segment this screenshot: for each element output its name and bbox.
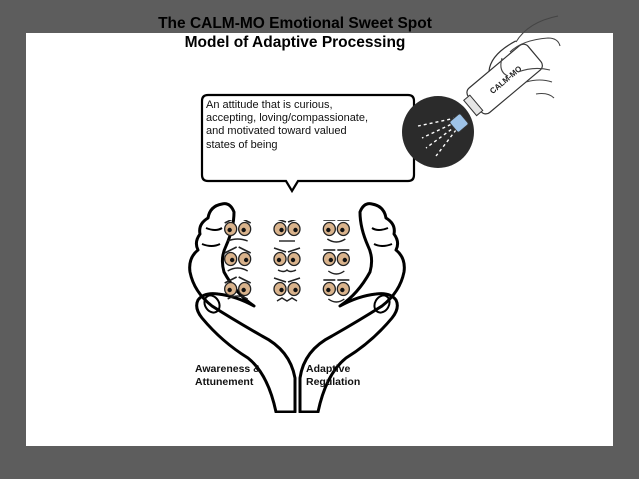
speech-bubble: [200, 93, 416, 194]
emotion-face-icon: [273, 277, 301, 302]
emotion-faces-grid: [224, 220, 350, 303]
left-hand-icon: [188, 202, 297, 413]
right-hand-icon: [298, 202, 406, 413]
label-line: Attunement: [195, 375, 254, 388]
title-line-2: Model of Adaptive Processing: [184, 34, 406, 51]
spray-bottle-icon: CALM-MO: [402, 15, 561, 168]
diagram-title: The CALM-MO Emotional Sweet Spot Model o…: [100, 14, 490, 52]
bubble-text: An attitude that is curious, accepting, …: [206, 99, 406, 152]
emotion-face-icon: [273, 247, 301, 273]
label-line: Adaptive: [306, 363, 351, 375]
bubble-line: accepting, loving/compassionate,: [206, 112, 369, 125]
title-line-1: The CALM-MO Emotional Sweet Spot: [158, 15, 432, 32]
cupped-hands-illustration: [188, 202, 406, 413]
emotion-face-icon: [322, 220, 350, 243]
bubble-line: and motivated toward valued: [206, 125, 347, 138]
emotion-face-icon: [224, 276, 252, 300]
spray-mist-icon: [402, 96, 474, 168]
emotion-face-icon: [322, 279, 350, 303]
label-line: Awareness &: [195, 363, 261, 375]
emotion-face-icon: [224, 220, 252, 242]
label-line: Regulation: [306, 375, 361, 388]
emotion-face-icon: [273, 220, 301, 242]
emotion-face-icon: [224, 246, 252, 272]
bubble-line: states of being: [206, 138, 278, 151]
bubble-line: An attitude that is curious,: [206, 99, 333, 111]
adaptive-regulation-label: Adaptive Regulation: [306, 363, 360, 388]
awareness-attunement-label: Awareness & Attunement: [195, 363, 261, 388]
emotion-face-icon: [322, 249, 350, 275]
